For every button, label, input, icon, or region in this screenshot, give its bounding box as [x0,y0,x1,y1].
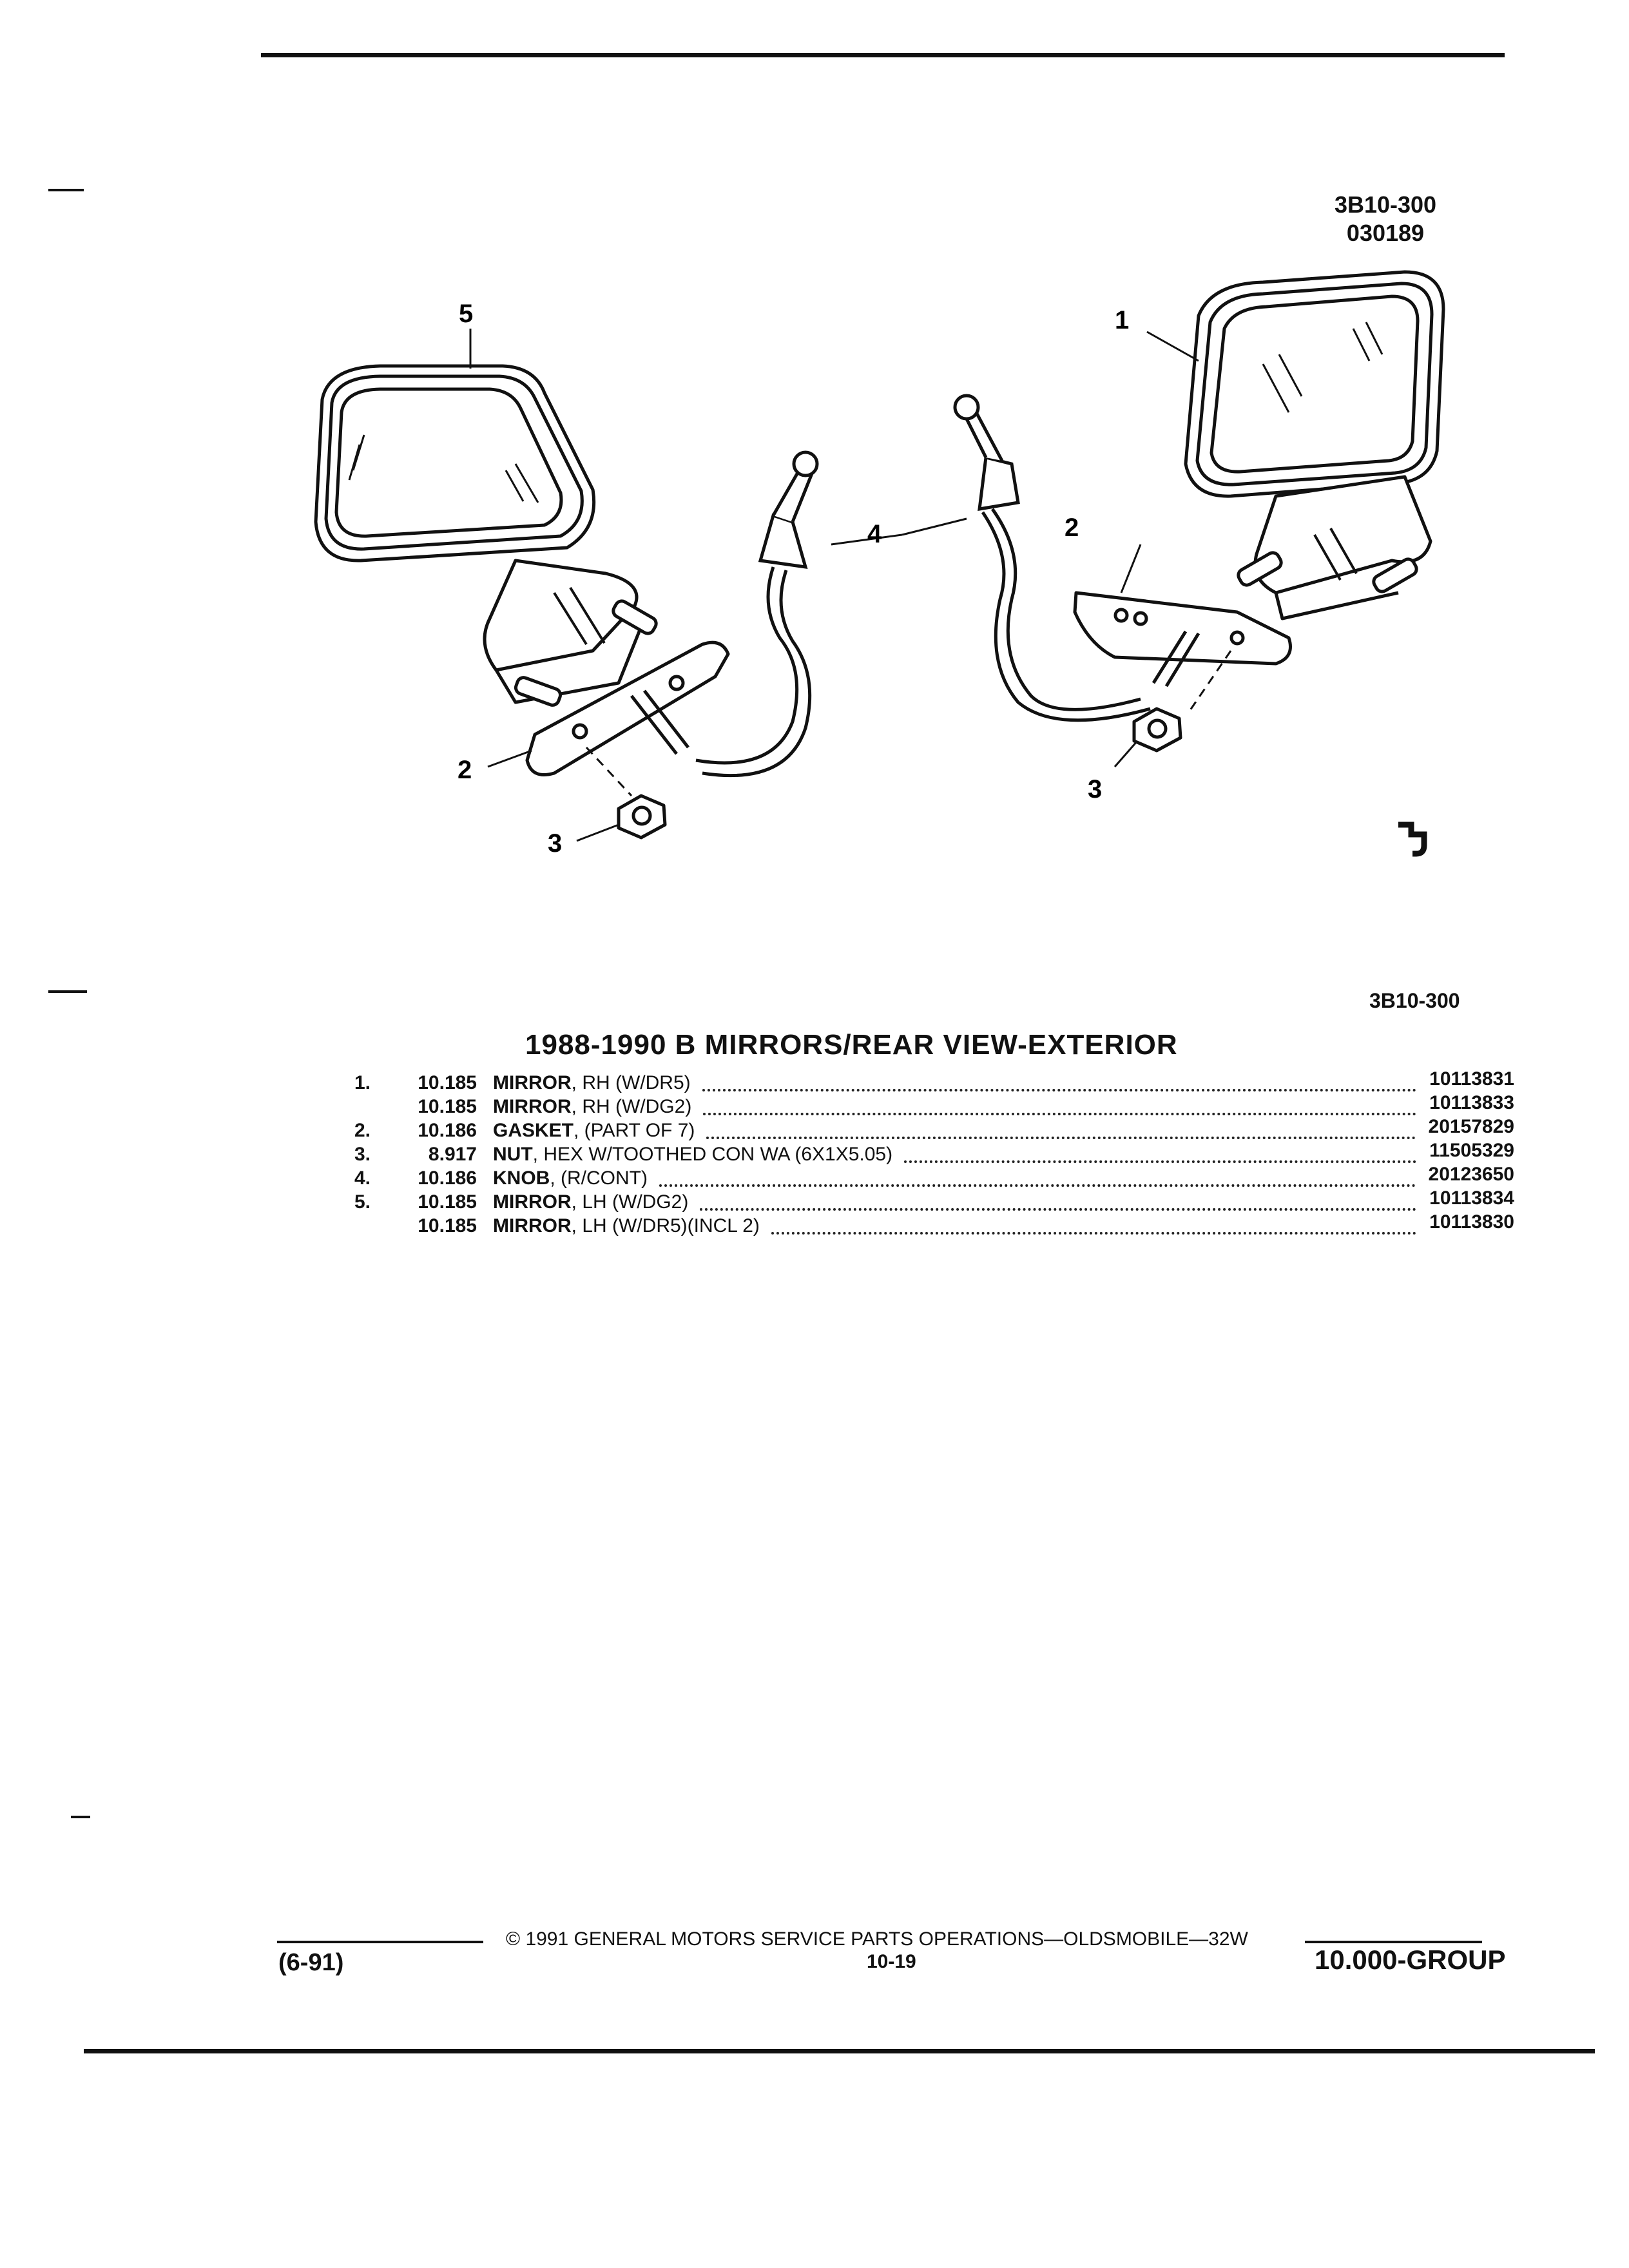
dot-leader [659,1184,1416,1187]
top-rule [261,53,1505,57]
figure-code: 3B10-300 [1334,191,1437,218]
left-knob-cable-drawing [695,450,819,778]
dot-leader [703,1113,1416,1115]
part-name: MIRROR [493,1096,572,1117]
callout-leaders [469,329,1199,842]
left-mirror-drawing [314,364,730,840]
group-number: 10.185 [418,1072,477,1093]
margin-mark [48,189,84,191]
date-code: 030189 [1346,220,1425,246]
margin-mark [48,990,87,993]
dot-leader [702,1089,1416,1091]
parts-row: 10.185 MIRROR, LH (W/DR5)(INCL 2) 101138… [354,1211,1514,1239]
item-number: 1. [354,1072,371,1093]
part-number: 10113831 [1429,1068,1514,1090]
part-description: NUT, HEX W/TOOTHED CON WA (6X1X5.05) [493,1144,892,1166]
part-qualifier: , HEX W/TOOTHED CON WA (6X1X5.05) [532,1144,893,1165]
part-number: 20123650 [1428,1164,1514,1185]
part-qualifier: , (PART OF 7) [574,1120,695,1141]
item-number: 3. [354,1144,371,1165]
part-number: 10113834 [1429,1187,1514,1209]
part-qualifier: , LH (W/DR5)(INCL 2) [571,1215,760,1236]
mirror-exploded-illustration: 5 2 3 4 2 3 1 [314,270,1445,858]
parts-row: 4. 10.186 KNOB, (R/CONT) 20123650 [354,1164,1514,1191]
group-number: 10.185 [418,1215,477,1236]
part-description: GASKET, (PART OF 7) [493,1120,695,1142]
part-number: 10113830 [1429,1211,1514,1233]
right-knob-cable-drawing [953,394,1151,722]
callout-3-left: 3 [548,829,562,858]
bottom-rule [84,2049,1595,2053]
group-number: 8.917 [428,1144,477,1165]
footer-group: 10.000-GROUP [1315,1945,1506,1975]
part-qualifier: , (R/CONT) [550,1168,648,1189]
parts-row: 2. 10.186 GASKET, (PART OF 7) 20157829 [354,1116,1514,1144]
parts-row: 1. 10.185 MIRROR, RH (W/DR5) 10113831 [354,1068,1514,1096]
group-number: 10.186 [418,1120,477,1141]
part-qualifier: , RH (W/DG2) [571,1096,692,1117]
callout-2-left: 2 [458,756,472,784]
item-number: 2. [354,1120,371,1141]
part-name: MIRROR [493,1215,572,1236]
footer-page: 10-19 [867,1951,916,1972]
dot-leader [771,1232,1416,1235]
callout-1: 1 [1115,306,1129,334]
part-number: 10113833 [1429,1092,1514,1113]
parts-row: 10.185 MIRROR, RH (W/DG2) 10113833 [354,1092,1514,1120]
footer-right-rule [1305,1941,1482,1943]
parts-row: 5. 10.185 MIRROR, LH (W/DG2) 10113834 [354,1187,1514,1215]
callout-4: 4 [867,520,882,548]
group-number: 10.186 [418,1168,477,1189]
part-qualifier: , LH (W/DG2) [571,1191,689,1213]
item-number: 4. [354,1168,371,1189]
part-description: MIRROR, RH (W/DR5) [493,1072,691,1094]
footer-date: (6-91) [278,1949,344,1976]
part-number: 20157829 [1428,1116,1514,1137]
figure-ref: 3B10-300 [1369,989,1460,1012]
part-description: KNOB, (R/CONT) [493,1168,648,1189]
part-qualifier: , RH (W/DR5) [571,1072,691,1093]
callout-5: 5 [459,300,473,328]
part-name: MIRROR [493,1072,572,1093]
callout-3-right: 3 [1088,775,1102,803]
part-description: MIRROR, LH (W/DR5)(INCL 2) [493,1215,760,1237]
margin-mark [71,1816,90,1818]
section-title: 1988-1990 B MIRRORS/REAR VIEW-EXTERIOR [525,1029,1178,1061]
item-number: 5. [354,1191,371,1213]
gm-mark-icon [1398,822,1427,857]
part-number: 11505329 [1429,1140,1514,1161]
parts-row: 3. 8.917 NUT, HEX W/TOOTHED CON WA (6X1X… [354,1140,1514,1168]
part-description: MIRROR, RH (W/DG2) [493,1096,691,1118]
parts-list: 1. 10.185 MIRROR, RH (W/DR5) 10113831 10… [354,1068,1514,1239]
figure-code-header: 3B10-300 030189 [1308,191,1463,247]
footer-copyright: © 1991 GENERAL MOTORS SERVICE PARTS OPER… [506,1928,1248,1950]
part-name: KNOB [493,1168,550,1189]
dot-leader [904,1160,1416,1163]
callout-2-right: 2 [1065,514,1079,542]
group-number: 10.185 [418,1191,477,1213]
part-name: NUT [493,1144,533,1165]
dot-leader [706,1137,1416,1139]
part-description: MIRROR, LH (W/DG2) [493,1191,688,1213]
dot-leader [700,1208,1416,1211]
group-number: 10.185 [418,1096,477,1117]
footer-left-rule [277,1941,483,1943]
part-name: GASKET [493,1120,574,1141]
right-mirror-drawing [1073,270,1445,753]
part-name: MIRROR [493,1191,572,1213]
